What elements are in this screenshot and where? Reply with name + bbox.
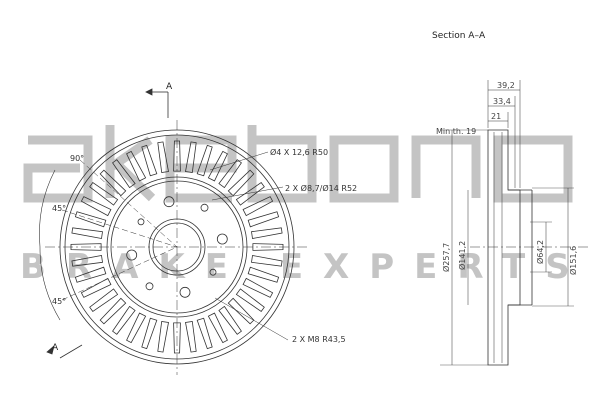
cooling-vane: [252, 243, 284, 251]
angle-label-top: 90°: [70, 154, 84, 163]
mounting-hole: [137, 218, 145, 226]
cooling-vane: [112, 159, 136, 189]
cooling-vane: [99, 169, 127, 197]
section-arrowhead-top: [145, 88, 153, 96]
angle-ray-middle: [61, 209, 178, 248]
cooling-vane: [173, 140, 181, 172]
cooling-vane: [126, 312, 147, 344]
dim-hat-height: 33,4: [493, 97, 511, 106]
disc-front-view: [39, 88, 309, 375]
cooling-vane: [157, 141, 169, 173]
callout-holes-small: Ø4 X 12,6 R50: [270, 147, 328, 157]
mounting-hole: [216, 233, 228, 245]
cooling-vane: [112, 305, 136, 335]
mounting-hole: [200, 203, 209, 212]
watermark-brand-line: BRAKE EXPERTS: [20, 247, 590, 287]
cooling-vane: [80, 196, 112, 217]
cooling-vane: [185, 321, 197, 353]
cooling-vane: [126, 150, 147, 182]
cooling-vane: [196, 317, 213, 350]
leader-holes-small: [209, 151, 269, 171]
cooling-vane: [157, 321, 169, 353]
angle-ray-top: [79, 159, 178, 248]
disc-section-view: [440, 80, 590, 366]
mounting-hole: [209, 268, 217, 276]
cooling-vane: [141, 144, 158, 177]
cooling-vane: [70, 243, 102, 251]
dim-inner-diameter: Ø151,6: [568, 246, 578, 275]
angle-ray-bottom: [61, 246, 178, 301]
cooling-vane: [251, 227, 283, 239]
cooling-vane: [141, 317, 158, 350]
section-arrowhead-bottom: [46, 344, 55, 355]
cooling-vane: [207, 150, 228, 182]
mounting-holes: [126, 196, 228, 298]
cooling-vane: [242, 277, 274, 298]
mounting-hole: [179, 286, 191, 298]
cooling-vane: [89, 182, 119, 206]
callout-threads: 2 X M8 R43,5: [292, 335, 346, 344]
cooling-vane: [247, 211, 280, 228]
cooling-vane: [251, 255, 283, 267]
callout-holes-bolt: 2 X Ø8,7/Ø14 R52: [285, 183, 357, 193]
dim-overall-height: 39,2: [497, 81, 515, 90]
dim-min-thickness: Min th. 19: [436, 127, 476, 136]
cooling-vane: [74, 211, 107, 228]
cooling-vane: [173, 322, 181, 354]
cooling-vane: [99, 297, 127, 325]
angle-label-middle: 45°: [52, 204, 66, 213]
cooling-vanes: [70, 140, 284, 354]
angle-arc-bottom: [39, 246, 61, 321]
mounting-hole: [145, 282, 154, 291]
mounting-hole: [126, 249, 138, 261]
section-marker-top: A: [166, 82, 173, 92]
cooling-vane: [218, 159, 242, 189]
angle-arc-top: [39, 169, 56, 248]
cooling-vane: [227, 169, 255, 197]
cooling-vane: [89, 288, 119, 312]
cooling-vane: [235, 182, 265, 206]
dim-center-bore: Ø64,2: [535, 240, 545, 264]
cooling-vane: [242, 196, 274, 217]
mounting-hole: [163, 196, 175, 208]
dim-outer-diameter: Ø257,7: [441, 243, 451, 272]
cooling-vane: [196, 144, 213, 177]
angle-label-bottom: 45°: [52, 297, 66, 306]
cooling-vane: [247, 266, 280, 283]
cooling-vane: [71, 255, 103, 267]
cooling-vane: [80, 277, 112, 298]
dim-hat-diameter: Ø141,2: [457, 241, 467, 270]
cooling-vane: [207, 312, 228, 344]
cooling-vane: [185, 141, 197, 173]
section-title: Section A–A: [432, 31, 486, 41]
section-marker-bottom: A: [52, 343, 59, 353]
leader-threads: [214, 297, 289, 341]
section-line-bottom: [59, 344, 83, 359]
leader-holes-bolt: [211, 186, 284, 201]
dim-thickness: 21: [491, 112, 501, 121]
cooling-vane: [74, 266, 107, 283]
cooling-vane: [227, 297, 255, 325]
cooling-vane: [71, 227, 103, 239]
cooling-vane: [235, 288, 265, 312]
cooling-vane: [218, 305, 242, 335]
